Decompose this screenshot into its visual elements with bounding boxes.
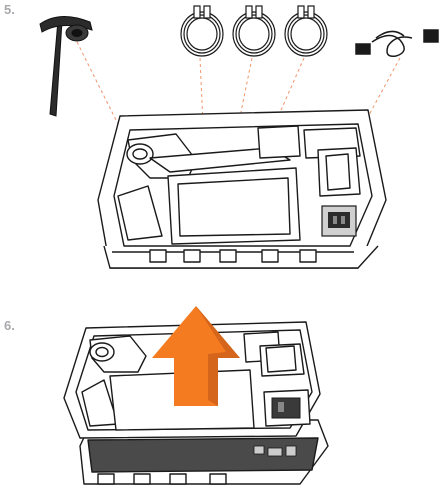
foam-tray	[97, 109, 387, 269]
cable-coil-icon	[232, 5, 276, 57]
stand-base-icon	[39, 16, 93, 117]
power-adapter-icon	[321, 205, 357, 237]
panel-components	[253, 445, 297, 457]
power-adapter-icon	[271, 397, 301, 419]
up-arrow-icon	[152, 306, 240, 406]
step-6-number: 6.	[4, 318, 15, 333]
cable-coil-icon	[284, 5, 328, 57]
step-5-number: 5.	[4, 2, 15, 17]
step-6-diagram	[63, 306, 329, 485]
cable-coil-icon	[180, 5, 224, 57]
step-5-diagram	[39, 5, 439, 269]
power-cord-icon	[355, 29, 439, 58]
